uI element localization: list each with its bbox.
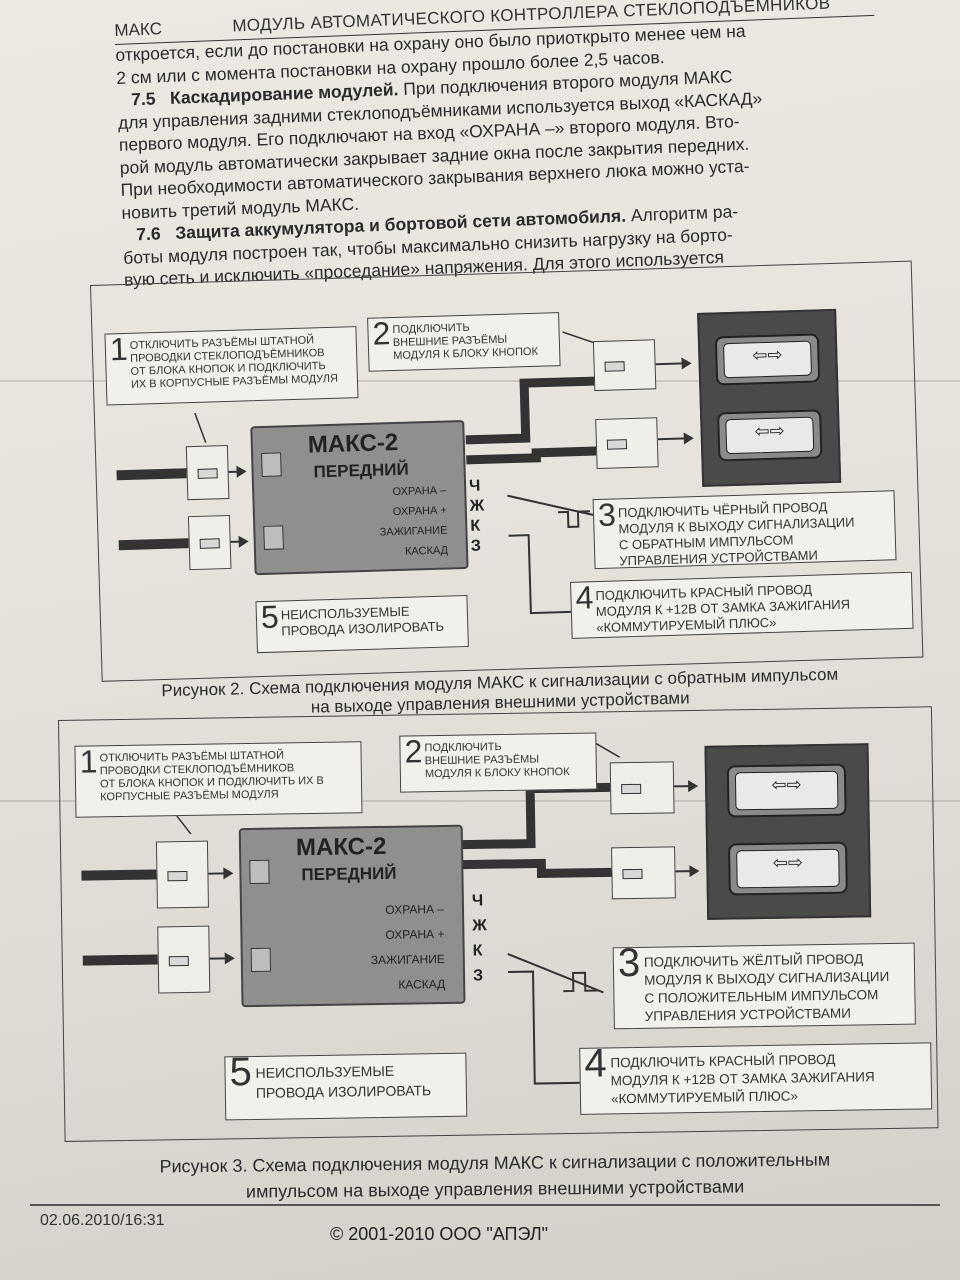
instruction-note-1: 1 ОТКЛЮЧИТЬ РАЗЪЁМЫ ШТАТНОЙ ПРОВОДКИ СТЕ… [74,741,363,818]
module-socket [249,859,270,885]
window-switch: ⇦⇨ [728,841,848,896]
text-line: Алгоритм ра- [630,201,739,226]
window-button-panel: ⇦⇨ ⇦⇨ [704,743,872,920]
note-number: 5 [260,598,280,636]
connector-left-top [185,444,230,501]
module-title: МАКС-2 [307,428,399,459]
wire-letter: К [470,517,481,535]
maks-module: МАКС-2 ПЕРЕДНИЙ ОХРАНА – ОХРАНА + ЗАЖИГА… [238,824,466,1008]
pin-label: ОХРАНА – [392,484,447,499]
arrows-icon: ⇦⇨ [723,340,813,379]
module-subtitle: ПЕРЕДНИЙ [313,459,409,482]
figure-3-caption: Рисунок 3. Схема подключения модуля МАКС… [55,1145,935,1206]
window-switch: ⇦⇨ [726,763,847,818]
note-number: 2 [372,315,391,352]
note-text: НЕИСПОЛЬЗУЕМЫЕ ПРОВОДА ИЗОЛИРОВАТЬ [255,1062,432,1101]
note-number: 1 [109,330,129,368]
instruction-note-2: 2 ПОДКЛЮЧИТЬ ВНЕШНИЕ РАЗЪЁМЫ МОДУЛЯ К БЛ… [367,312,561,372]
note-number: 5 [229,1050,253,1095]
wire-letter: Ж [472,917,487,935]
figure-3-diagram: 1 ОТКЛЮЧИТЬ РАЗЪЁМЫ ШТАТНОЙ ПРОВОДКИ СТЕ… [58,706,939,1142]
pin-label: ОХРАНА + [385,926,445,942]
note-number: 3 [617,940,641,986]
footer-divider [30,1204,940,1206]
module-socket [263,525,284,550]
connector-left-bottom [157,925,211,994]
paper-fold [0,800,960,802]
note-number: 1 [79,743,98,780]
pin-label: КАСКАД [398,976,446,992]
module-socket [250,947,271,972]
note-number: 4 [574,579,594,616]
figure-2-diagram: 1 ОТКЛЮЧИТЬ РАЗЪЁМЫ ШТАТНОЙ ПРОВОДКИ СТЕ… [90,260,924,682]
module-subtitle: ПЕРЕДНИЙ [301,863,397,885]
note-text: ПОДКЛЮЧИТЬ КРАСНЫЙ ПРОВОД МОДУЛЯ К +12В … [595,581,851,636]
section-number: 7.5 [130,88,156,110]
note-text: ПОДКЛЮЧИТЬ ВНЕШНИЕ РАЗЪЁМЫ МОДУЛЯ К БЛОК… [392,321,539,363]
instruction-note-3: 3 ПОДКЛЮЧИТЬ ЖЁЛТЫЙ ПРОВОД МОДУЛЯ К ВЫХО… [612,940,916,1030]
arrows-icon: ⇦⇨ [736,848,840,889]
instruction-note-4: 4 ПОДКЛЮЧИТЬ КРАСНЫЙ ПРОВОД МОДУЛЯ К +12… [579,1041,933,1115]
window-switch: ⇦⇨ [714,333,821,386]
instruction-note-1: 1 ОТКЛЮЧИТЬ РАЗЪЁМЫ ШТАТНОЙ ПРОВОДКИ СТЕ… [104,326,359,406]
arrows-icon: ⇦⇨ [725,416,815,455]
pin-label: ОХРАНА – [385,901,445,917]
connector-left-top [155,840,209,909]
note-text: ПОДКЛЮЧИТЬ ВНЕШНИЕ РАЗЪЁМЫ МОДУЛЯ К БЛОК… [424,741,570,781]
connector-right-top [592,339,657,392]
wire-letter: Ж [469,497,485,515]
wire-letter: З [470,537,482,555]
note-text: ПОДКЛЮЧИТЬ ЧЁРНЫЙ ПРОВОД МОДУЛЯ К ВЫХОДУ… [617,499,855,569]
connector-right-bottom [611,846,676,900]
pin-label: ЗАЖИГАНИЕ [370,951,445,968]
connector-right-bottom [595,417,659,470]
header-left: МАКС [114,19,163,41]
wire-letter: К [472,942,483,960]
section-number: 7.6 [135,223,162,245]
instruction-note-3: 3 ПОДКЛЮЧИТЬ ЧЁРНЫЙ ПРОВОД МОДУЛЯ К ВЫХО… [592,490,897,570]
note-text: ПОДКЛЮЧИТЬ КРАСНЫЙ ПРОВОД МОДУЛЯ К +12В … [610,1051,875,1107]
window-switch: ⇦⇨ [717,409,823,462]
note-number: 4 [584,1041,608,1086]
wire-letter: З [472,967,484,985]
module-socket [261,452,282,477]
note-number: 2 [404,733,423,770]
note-text: ПОДКЛЮЧИТЬ ЖЁЛТЫЙ ПРОВОД МОДУЛЯ К ВЫХОДУ… [643,951,890,1024]
body-text: откроется, если до постановки на охрану … [115,14,894,291]
wire-letter: Ч [468,477,481,495]
arrows-icon: ⇦⇨ [734,770,839,811]
instruction-note-4: 4 ПОДКЛЮЧИТЬ КРАСНЫЙ ПРОВОД МОДУЛЯ К +12… [570,571,914,639]
note-text: ОТКЛЮЧИТЬ РАЗЪЁМЫ ШТАТНОЙ ПРОВОДКИ СТЕКЛ… [129,334,339,391]
note-text: НЕИСПОЛЬЗУЕМЫЕ ПРОВОДА ИЗОЛИРОВАТЬ [280,603,445,639]
note-text: ОТКЛЮЧИТЬ РАЗЪЁМЫ ШТАТНОЙ ПРОВОДКИ СТЕКЛ… [99,749,324,804]
instruction-note-5: 5 НЕИСПОЛЬЗУЕМЫЕ ПРОВОДА ИЗОЛИРОВАТЬ [255,594,469,654]
connector-left-bottom [187,514,232,571]
maks-module: МАКС-2 ПЕРЕДНИЙ ОХРАНА – ОХРАНА + ЗАЖИГА… [250,419,469,576]
instruction-note-2: 2 ПОДКЛЮЧИТЬ ВНЕШНИЕ РАЗЪЁМЫ МОДУЛЯ К БЛ… [399,732,598,793]
note-number: 3 [597,496,617,534]
footer-copyright: © 2001-2010 ООО "АПЭЛ" [330,1224,549,1244]
paper-fold [0,380,960,382]
module-title: МАКС-2 [295,832,387,862]
pin-label: ЗАЖИГАНИЕ [379,524,448,539]
pin-label: КАСКАД [404,544,449,558]
footer-date: 02.06.2010/16:31 [40,1212,165,1229]
connector-right-top [609,761,675,815]
pin-label: ОХРАНА + [392,504,448,519]
wiring-lines [116,331,694,615]
window-button-panel: ⇦⇨ ⇦⇨ [697,308,842,487]
wire-letter: Ч [471,892,484,910]
instruction-note-5: 5 НЕИСПОЛЬЗУЕМЫЕ ПРОВОДА ИЗОЛИРОВАТЬ [224,1050,468,1121]
